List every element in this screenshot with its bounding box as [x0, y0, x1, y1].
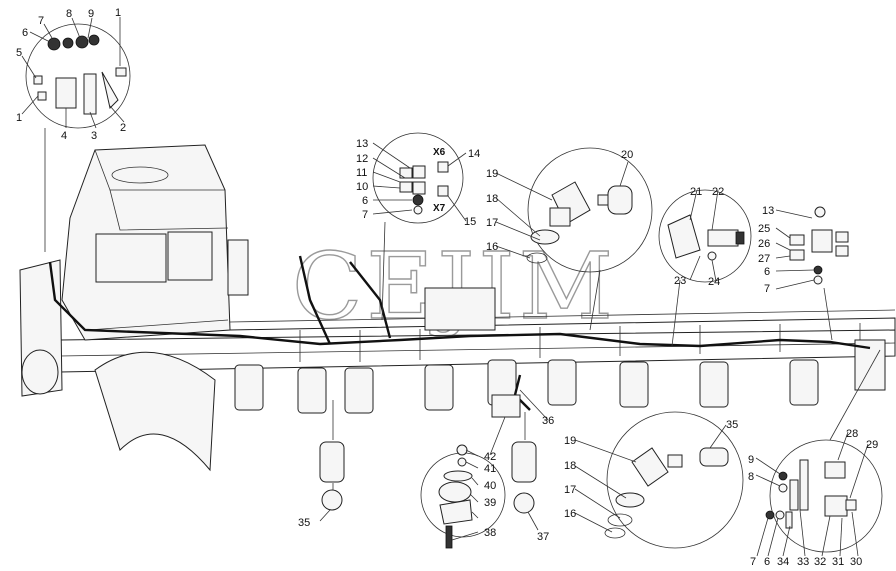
detail-circle-sensor-top — [526, 147, 653, 331]
callout-33: 33 — [797, 556, 809, 568]
callout-32: 32 — [814, 556, 826, 568]
main-harness — [48, 261, 871, 350]
callout-8: 8 — [748, 471, 754, 483]
callout-1: 1 — [16, 112, 22, 124]
callout-24: 24 — [708, 276, 720, 288]
callout-2: 2 — [120, 122, 126, 134]
callout-37: 37 — [537, 531, 549, 543]
callout-6: 6 — [22, 27, 28, 39]
detail-circle-lamps — [25, 23, 131, 252]
connector-label-x7: X7 — [433, 203, 446, 214]
callout-40: 40 — [484, 480, 496, 492]
callout-29: 29 — [866, 439, 878, 451]
callout-14: 14 — [468, 148, 480, 160]
callout-4: 4 — [61, 130, 67, 142]
callout-22: 22 — [712, 186, 724, 198]
callout-6: 6 — [764, 556, 770, 568]
truck-illustration — [19, 144, 896, 472]
callout-6: 6 — [764, 266, 770, 278]
callout-27: 27 — [758, 253, 770, 265]
callout-28: 28 — [846, 428, 858, 440]
callout-36: 36 — [542, 415, 554, 427]
sensor-lower-left — [319, 400, 345, 511]
callout-17: 17 — [564, 484, 576, 496]
sensor-lower-mid — [511, 412, 537, 514]
callout-7: 7 — [750, 556, 756, 568]
bogie-row — [234, 359, 819, 414]
callout-19: 19 — [486, 168, 498, 180]
callout-9: 9 — [88, 8, 94, 20]
detail-circle-sensor-bottom — [604, 411, 744, 549]
callout-34: 34 — [777, 556, 789, 568]
callout-11: 11 — [356, 167, 367, 179]
callout-5: 5 — [16, 47, 22, 59]
detail-group-right-connectors — [789, 206, 849, 341]
detail-circle-flange — [658, 189, 752, 347]
callout-15: 15 — [464, 216, 476, 228]
callout-6: 6 — [362, 195, 368, 207]
callout-13: 13 — [762, 205, 774, 217]
callout-21: 21 — [690, 186, 702, 198]
callout-9: 9 — [748, 454, 754, 466]
callout-10: 10 — [356, 181, 368, 193]
callout-26: 26 — [758, 238, 770, 250]
callout-41: 41 — [484, 463, 496, 475]
callout-20: 20 — [621, 149, 633, 161]
callout-39: 39 — [484, 497, 496, 509]
callout-18: 18 — [564, 460, 576, 472]
callout-35: 35 — [298, 517, 310, 529]
callout-1: 1 — [115, 7, 121, 19]
connector-label-x6: X6 — [433, 147, 446, 158]
callout-38: 38 — [484, 527, 496, 539]
callout-19: 19 — [564, 435, 576, 447]
callout-12: 12 — [356, 153, 368, 165]
callout-16: 16 — [486, 241, 498, 253]
callout-17: 17 — [486, 217, 498, 229]
callout-8: 8 — [66, 8, 72, 20]
callout-31: 31 — [832, 556, 844, 568]
callout-labels: 1 9 8 7 6 5 1 4 3 2 13 X6 14 12 11 10 6 … — [16, 7, 878, 568]
detail-circle-switch — [765, 349, 883, 553]
callout-18: 18 — [486, 193, 498, 205]
leader-lines — [21, 17, 869, 557]
callout-3: 3 — [91, 130, 97, 142]
callout-23: 23 — [674, 275, 686, 287]
callout-42: 42 — [484, 451, 496, 463]
callout-25: 25 — [758, 223, 770, 235]
detail-circle-connectors — [372, 132, 464, 321]
detail-circle-coupling — [420, 394, 521, 549]
callout-7: 7 — [38, 15, 44, 27]
callout-30: 30 — [850, 556, 862, 568]
callout-7: 7 — [764, 283, 770, 295]
callout-35: 35 — [726, 419, 738, 431]
callout-16: 16 — [564, 508, 576, 520]
callout-13: 13 — [356, 138, 368, 150]
callout-7: 7 — [362, 209, 368, 221]
